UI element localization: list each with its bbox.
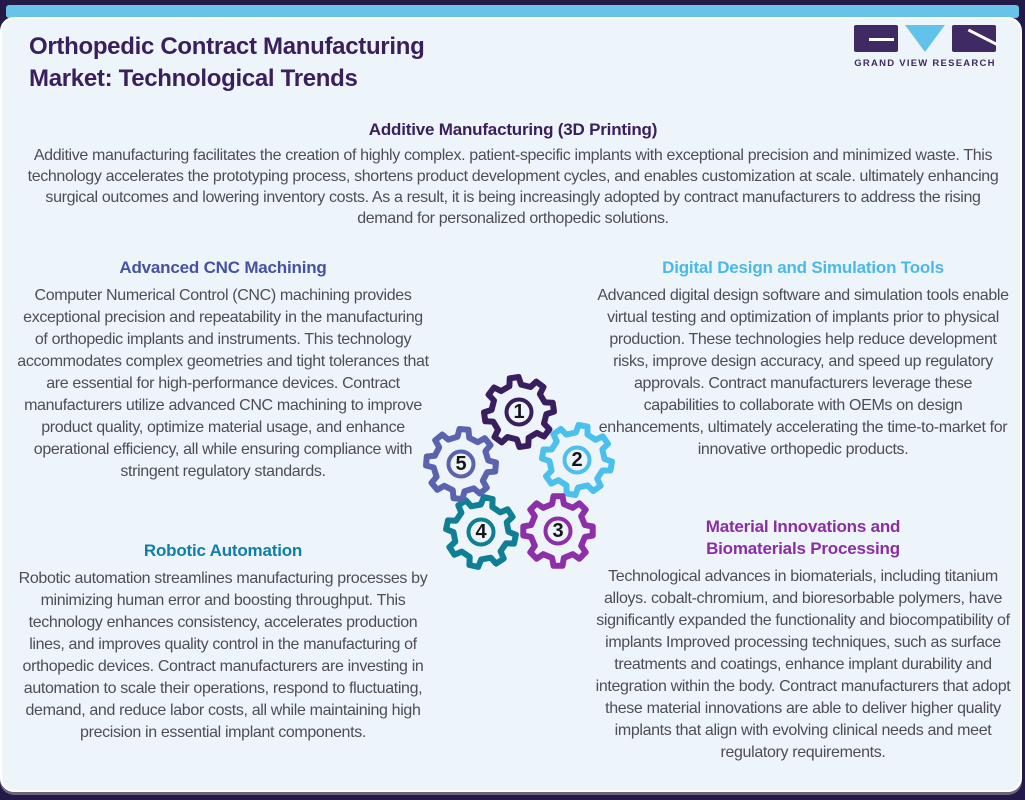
gear-1-number: 1	[513, 401, 524, 423]
additive-section-body: Additive manufacturing facilitates the c…	[27, 147, 999, 227]
gear-3-hub	[543, 516, 573, 546]
material-heading-line1: Material Innovations and	[705, 517, 901, 536]
cnc-section-heading: Advanced CNC Machining	[119, 258, 327, 277]
additive-section-heading: Additive Manufacturing (3D Printing)	[368, 120, 658, 139]
gear-4-icon	[443, 494, 519, 570]
gear-1-hub	[504, 397, 534, 427]
robotic-section-heading: Robotic Automation	[143, 541, 303, 560]
gear-3-icon	[520, 493, 596, 569]
digital-section-heading: Digital Design and Simulation Tools	[662, 258, 944, 277]
cnc-section-body: Computer Numerical Control (CNC) machini…	[17, 287, 429, 480]
digital-section-body: Advanced digital design software and sim…	[597, 287, 1009, 458]
gear-2-icon	[539, 422, 615, 498]
logo-g-block-icon	[854, 25, 898, 52]
gear-3-number: 3	[552, 520, 563, 542]
infographic-card: Orthopedic Contract Manufacturing Market…	[0, 17, 1022, 792]
gear-5-icon	[423, 426, 499, 502]
numbered-gears-diagram: 1 2 3 4 5	[423, 374, 615, 570]
gear-5-number: 5	[455, 453, 466, 475]
page-title-line2: Market: Technological Trends	[29, 65, 358, 92]
material-section-body: Technological advances in biomaterials, …	[595, 568, 1011, 761]
gear-1-icon	[481, 374, 557, 450]
logo-wordmark: GRAND VIEW RESEARCH	[854, 58, 996, 69]
gear-2-hub	[562, 445, 592, 475]
logo-v-triangle-icon	[905, 25, 945, 52]
gear-4-hub	[466, 517, 496, 547]
page-title-line1: Orthopedic Contract Manufacturing	[29, 33, 425, 60]
gear-5-hub	[446, 449, 476, 479]
robotic-section-body: Robotic automation streamlines manufactu…	[18, 570, 428, 741]
gvr-logo-marks	[849, 25, 1001, 52]
page-title: Orthopedic Contract Manufacturing Market…	[29, 31, 649, 95]
gear-4-number: 4	[475, 521, 487, 543]
material-heading-line2: Biomaterials Processing	[706, 539, 900, 558]
top-accent-bar	[6, 5, 1019, 18]
material-section-heading: Material Innovations and Biomaterials Pr…	[595, 516, 1011, 560]
grand-view-research-logo: GRAND VIEW RESEARCH	[849, 25, 1001, 69]
gear-2-number: 2	[571, 449, 582, 471]
logo-r-block-icon	[952, 25, 996, 52]
